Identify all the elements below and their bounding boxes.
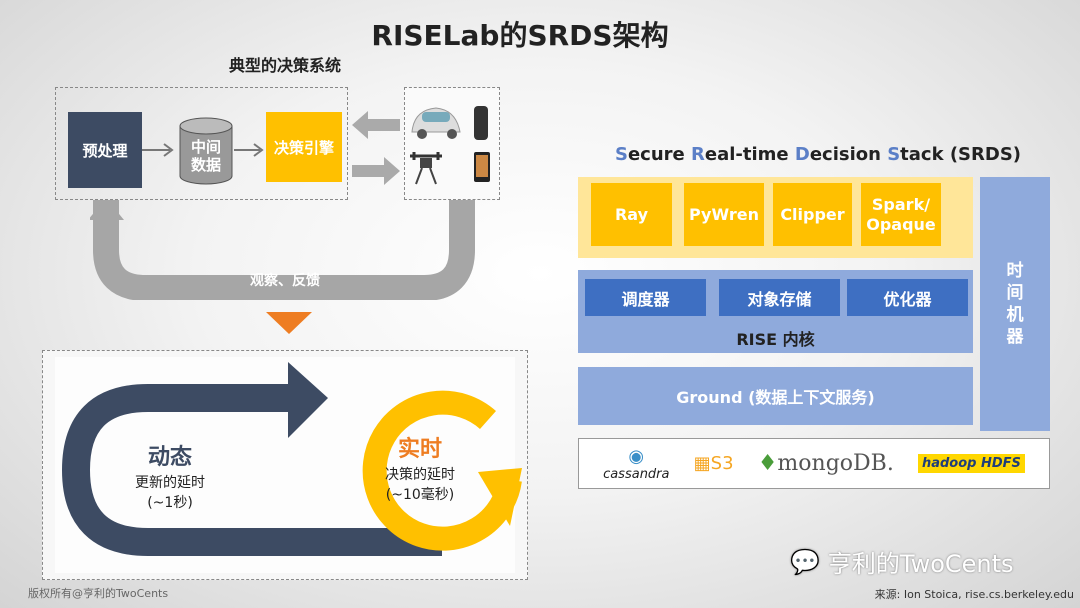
app-ray: Ray bbox=[591, 183, 672, 246]
copyright: 版权所有@亨利的TwoCents bbox=[28, 587, 169, 600]
devices-image bbox=[410, 106, 490, 185]
typical-system-subtitle: 典型的决策系统 bbox=[228, 56, 341, 75]
down-triangle-icon bbox=[266, 312, 312, 334]
srds-title-word: tack (SRDS) bbox=[900, 143, 1022, 165]
time-machine: 时 间 机 器 bbox=[980, 177, 1050, 431]
mongodb-label: mongoDB. bbox=[777, 451, 894, 476]
wechat-icon: 💬 bbox=[790, 547, 820, 576]
cassandra-logo: ◉cassandra bbox=[603, 446, 669, 482]
decision-engine-box: 决策引擎 bbox=[266, 112, 342, 182]
watermark: 💬亨利的TwoCents bbox=[790, 544, 1014, 579]
realtime-label: 实时 bbox=[397, 437, 442, 462]
realtime-latency: (~10毫秒) bbox=[385, 487, 455, 503]
object-store-module: 对象存储 bbox=[719, 279, 840, 316]
intermediate-data-label: 中间 数据 bbox=[190, 138, 221, 174]
srds-title-word: ecure bbox=[627, 143, 691, 165]
srds-title-initial: R bbox=[690, 143, 705, 165]
app-pywren: PyWren bbox=[684, 183, 764, 246]
feedback-loop-arrow bbox=[90, 200, 475, 300]
srds-title-word: ecision bbox=[809, 143, 888, 165]
rise-kernel-label: RISE 内核 bbox=[736, 330, 815, 349]
eye-icon: ◉ bbox=[628, 445, 645, 467]
cassandra-label: cassandra bbox=[603, 466, 670, 482]
optimizer-module: 优化器 bbox=[847, 279, 968, 316]
arrow-icon bbox=[234, 143, 264, 157]
arrow-icon bbox=[142, 143, 174, 157]
database-icon bbox=[179, 117, 233, 185]
hadoop-logo: hadoop HDFS bbox=[917, 454, 1025, 473]
preprocess-box: 预处理 bbox=[68, 112, 142, 188]
realtime-description: 决策的延时 bbox=[385, 467, 455, 483]
srds-title-word: eal-time bbox=[704, 143, 795, 165]
s3-logo: ▦S3 bbox=[694, 453, 734, 474]
app-spark-opaque: Spark/ Opaque bbox=[861, 183, 941, 246]
cubes-icon: ▦ bbox=[693, 453, 711, 474]
srds-title: Secure Real-time Decision Stack (SRDS) bbox=[578, 142, 1058, 166]
mongodb-logo: ♦mongoDB. bbox=[758, 451, 894, 476]
leaf-icon: ♦ bbox=[757, 451, 778, 476]
watermark-text: 亨利的TwoCents bbox=[827, 550, 1014, 578]
feedback-label: 观察、反馈 bbox=[250, 273, 320, 289]
latency-loop-graphic bbox=[61, 362, 522, 556]
ground-layer: Ground (数据上下文服务) bbox=[578, 367, 973, 425]
srds-title-initial: S bbox=[614, 143, 628, 165]
typical-system-box bbox=[55, 87, 348, 200]
srds-title-initial: D bbox=[794, 143, 810, 165]
dynamic-label: 动态 bbox=[147, 445, 192, 470]
storage-backends: ◉cassandra ▦S3 ♦mongoDB. hadoop HDFS bbox=[578, 438, 1050, 489]
dynamic-latency: (~1秒) bbox=[147, 495, 193, 511]
source-credit: 来源: Ion Stoica, rise.cs.berkeley.edu bbox=[874, 588, 1074, 601]
scheduler-module: 调度器 bbox=[585, 279, 706, 316]
s3-label: S3 bbox=[710, 453, 734, 474]
slide-title: RISELab的SRDS架构 bbox=[371, 19, 669, 52]
io-arrows-icon bbox=[352, 111, 400, 185]
app-clipper: Clipper bbox=[773, 183, 852, 246]
dynamic-description: 更新的延时 bbox=[135, 475, 205, 491]
srds-title-initial: S bbox=[887, 143, 901, 165]
